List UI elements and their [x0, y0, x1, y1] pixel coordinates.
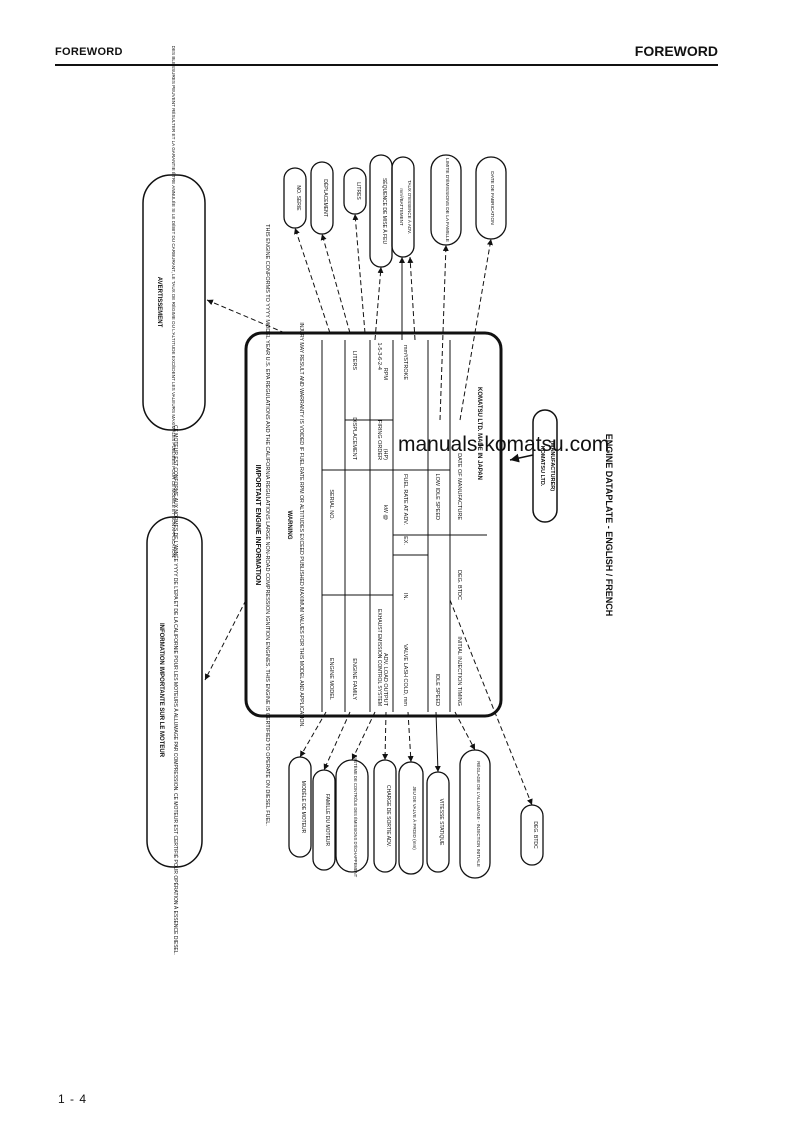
top-label-serie: NO. SÉRIE [295, 185, 302, 211]
top-label-taux: TAUX D'ESSENCE À ADV. [407, 180, 413, 234]
plate-warning-title: WARNING [286, 511, 292, 540]
bottom-connectors [299, 599, 533, 806]
french-info-text: CE MOTEUR EST CONFORME AUX NORMES DE L'A… [172, 425, 179, 955]
plate-displacement: DISPLACEMENT [351, 417, 357, 460]
top-connectors [294, 213, 493, 421]
connector-info [204, 599, 247, 681]
plate-serial-no: SERIAL NO. [328, 489, 334, 520]
header-right: FOREWORD [634, 43, 718, 59]
french-info-bubble [146, 516, 203, 868]
top-label-battement: mm³/BATTEMENT [399, 188, 404, 225]
plate-warning-text: INJURY MAY RESULT AND WARRANTY IS VOIDED… [298, 322, 304, 727]
plate-low-idle: LOW IDLE SPEED [434, 474, 440, 520]
plate-firing-order: FIRING ORDER [376, 420, 382, 460]
french-warning-text: DES BLESSURES PEUVENT RÉSULTER ET LA GAR… [171, 46, 178, 559]
connector-warning [206, 299, 286, 334]
header-left: FOREWORD [55, 46, 123, 58]
plate-initial-injection: INITIAL INJECTION TIMING [456, 636, 462, 706]
plate-idle-speed: IDLE SPEED [434, 674, 440, 706]
dataplate-grid [321, 340, 487, 712]
top-label-date: DATE DE FABRICATION [489, 171, 495, 225]
plate-in: IN. [402, 593, 408, 601]
bottom-label-famille: FAMILLE DU MOTEUR [324, 794, 330, 847]
plate-ex: EX. [402, 536, 408, 545]
bottom-label-modele: MODÈLE DE MOTEUR [300, 781, 307, 834]
plate-date-mfr: DATE OF MANUFACTURE [456, 453, 462, 520]
figure-caption: ENGINE DATAPLATE - ENGLISH / FRENCH [604, 434, 614, 617]
maker-stamp-line1: KOMATSU LTD. [539, 446, 545, 487]
plate-liters: LITERS [351, 351, 357, 371]
plate-title: IMPORTANT ENGINE INFORMATION [254, 465, 261, 586]
maker-stamp-line2: (MANUFACTURER) [549, 441, 555, 491]
plate-fuel-rate: FUEL RATE AT ADV. [402, 474, 408, 525]
bottom-label-vitesse: VITESSE STATIQUE [438, 799, 444, 846]
plate-kw: kW @ [382, 505, 388, 520]
plate-mm-stroke: mm³/STROKE [402, 345, 408, 380]
page-number: 1 - 4 [58, 1092, 88, 1106]
plate-engine-model: ENGINE MODEL [328, 658, 334, 700]
plate-firing-value: 1-5-3-6-2-4 [376, 342, 382, 370]
plate-exhaust-emission: EXHAUST EMISSION CONTROL SYSTEM [376, 609, 382, 706]
plate-deg-btdc: DEG. BTDC [456, 570, 462, 600]
maker-stamp-frame [532, 409, 558, 523]
plate-hp: (HP) [382, 449, 388, 460]
plate-adv-load-output: ADV. LOAD OUTPUT [382, 653, 388, 707]
bottom-label-reglage: RÉGLAGE DE L'ALLUMAGE - INJECTION INITIA… [476, 761, 482, 867]
plate-rpm: RPM [382, 368, 388, 381]
top-label-litres: LITRES [355, 182, 361, 200]
stamp-arrow [509, 453, 534, 463]
bottom-label-systeme: SYSTÈME DE CONTRÔLE DES ÉMISSIONS D'ÉCHA… [353, 755, 358, 878]
plate-valve-lash: VALVE LASH COLD, mm [402, 644, 408, 706]
plate-engine-family: ENGINE FAMILY [351, 658, 357, 700]
bottom-label-charge: CHARGE DE SORTIE ADV. [385, 785, 391, 847]
top-label-limite: LIMITE D'ÉMISSIONS DE LA FAMILLE [444, 158, 451, 242]
french-warning-bubble [142, 174, 206, 431]
french-info-title: INFORMATION IMPORTANTE SUR LE MOTEUR [158, 623, 164, 758]
plate-maker: KOMATSU LTD. MADE IN JAPAN [476, 387, 482, 480]
watermark-text: manuals-komatsu.com [398, 433, 610, 456]
bottom-label-deg: DEG. BTDC [532, 821, 538, 849]
top-label-sequence: SÉQUENCE DE MISE À FEU [381, 178, 388, 245]
plate-statement: THIS ENGINE CONFORMS TO YYYY MODEL YEAR … [264, 224, 270, 826]
top-labels [283, 154, 507, 268]
top-label-deplacement: DÉPLACEMENT [322, 179, 329, 217]
header-rule [55, 64, 718, 66]
bottom-label-jeu: JEU DE VALVE À FROID (mm) [412, 786, 418, 850]
french-warning-title: AVERTISSEMENT [156, 277, 162, 328]
